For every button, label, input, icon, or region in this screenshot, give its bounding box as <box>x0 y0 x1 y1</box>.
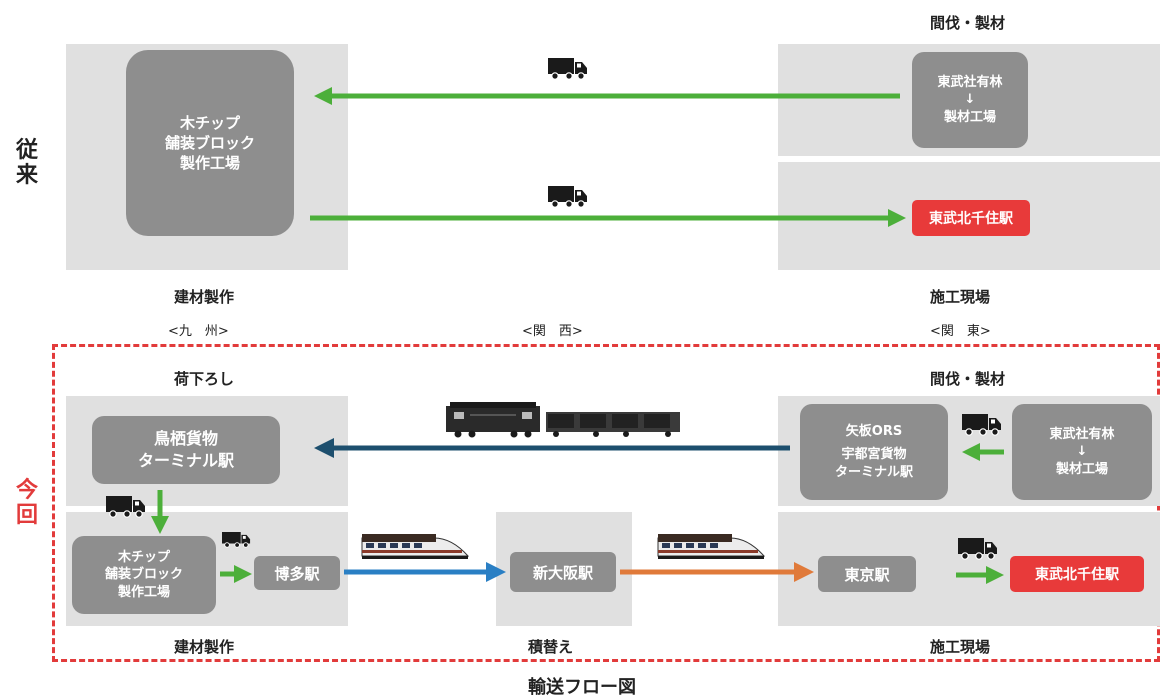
current-text: 今回 <box>15 478 38 529</box>
top-factory-node: 木チップ 舗装ブロック 製作工場 <box>126 50 294 236</box>
top-materials-label: 建材製作 <box>174 288 235 306</box>
bottom-station-node: 東武北千住駅 <box>1010 556 1144 592</box>
node-line: 舗装ブロック <box>104 567 183 583</box>
arrowhead <box>486 562 506 582</box>
shin-osaka-node: 新大阪駅 <box>510 552 616 592</box>
tokyo-node: 東京駅 <box>818 556 916 592</box>
arrowhead <box>888 209 906 227</box>
freight-train-icon <box>446 402 680 438</box>
bottom-factory-node: 木チップ 舗装ブロック 製作工場 <box>72 536 216 614</box>
arrowhead <box>234 565 252 583</box>
conventional-label: 従来 <box>12 138 42 189</box>
arrowhead <box>151 516 169 534</box>
node-line: 製作工場 <box>179 154 240 173</box>
arrowhead <box>314 87 332 105</box>
top-station-node: 東武北千住駅 <box>912 200 1030 236</box>
bottom-felling-label: 間伐・製材 <box>930 370 1006 388</box>
node-line: ターミナル駅 <box>137 451 234 470</box>
current-label: 今回 <box>12 478 42 529</box>
node-line: ↓ <box>964 92 976 108</box>
arrowhead <box>794 562 814 582</box>
truck-icon <box>957 537 998 560</box>
shinkansen-icon <box>657 533 765 560</box>
region-kanto-label: <関 東> <box>930 324 991 339</box>
node-line: ターミナル駅 <box>834 464 913 480</box>
arrowhead <box>314 438 334 458</box>
node-line: 東武社有林 <box>1049 426 1115 442</box>
top-site-label: 施工現場 <box>930 288 991 306</box>
node-line: ↓ <box>1076 444 1088 460</box>
bottom-unload-label: 荷下ろし <box>174 370 235 388</box>
node-line: 製材工場 <box>1055 461 1108 477</box>
node-line: 東武社有林 <box>937 74 1003 90</box>
node-line: 木チップ <box>179 113 240 132</box>
shinkansen-icon <box>361 533 469 560</box>
diagram-caption: 輸送フロー図 <box>528 677 636 698</box>
bottom-site-label: 施工現場 <box>930 638 991 656</box>
bottom-transship-label: 積替え <box>528 638 574 656</box>
node-line: 矢板ORS <box>845 423 903 439</box>
yaita-node: 矢板ORS 宇都宮貨物 ターミナル駅 <box>800 404 948 500</box>
conventional-text: 従来 <box>15 138 38 189</box>
node-line: 木チップ <box>117 549 170 565</box>
node-line: 製作工場 <box>117 584 170 600</box>
top-felling-label: 間伐・製材 <box>930 14 1006 32</box>
hakata-node: 博多駅 <box>254 556 340 590</box>
node-line: 製材工場 <box>943 109 996 125</box>
node-line: 宇都宮貨物 <box>841 447 907 463</box>
bottom-materials-label: 建材製作 <box>174 638 235 656</box>
top-forest-node: 東武社有林 ↓ 製材工場 <box>912 52 1028 148</box>
node-line: 舗装ブロック <box>164 133 255 152</box>
truck-icon <box>961 413 1002 436</box>
truck-icon <box>547 185 588 208</box>
region-kyushu-label: <九 州> <box>168 324 229 339</box>
truck-icon <box>105 495 146 518</box>
region-kansai-label: <関 西> <box>522 324 583 339</box>
truck-icon <box>221 531 251 548</box>
arrowhead <box>986 566 1004 584</box>
bottom-forest-node: 東武社有林 ↓ 製材工場 <box>1012 404 1152 500</box>
node-line: 鳥栖貨物 <box>153 429 218 449</box>
truck-icon <box>547 57 588 80</box>
tosu-node: 鳥栖貨物 ターミナル駅 <box>92 416 280 484</box>
arrowhead <box>962 443 980 461</box>
